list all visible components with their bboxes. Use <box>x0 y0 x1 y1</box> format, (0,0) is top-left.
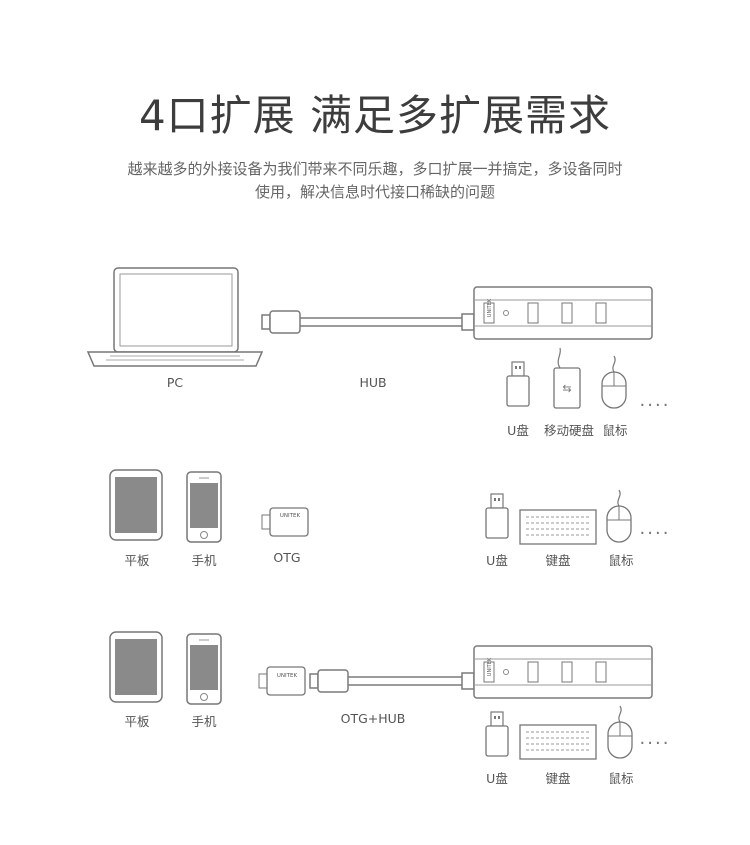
external-drive-icon: ⇆ <box>553 347 581 409</box>
keyboard-icon <box>519 724 597 760</box>
laptop-icon <box>86 267 264 367</box>
phone-label: 手机 <box>191 714 217 729</box>
usb-flash-drive-icon <box>506 361 530 407</box>
otg-adapter-icon <box>258 666 306 696</box>
hub-cable <box>309 669 475 693</box>
tablet-label: 平板 <box>124 714 150 729</box>
tablet-icon <box>109 631 163 703</box>
otg-brand-label: UNITEK <box>279 513 301 519</box>
hub-device <box>473 286 653 340</box>
device-label-mouse: 鼠标 <box>608 771 634 786</box>
phone-label: 手机 <box>191 553 217 568</box>
device-label-mouse: 鼠标 <box>608 553 634 568</box>
device-label-keyboard: 键盘 <box>545 771 571 786</box>
mouse-icon <box>607 705 633 759</box>
tablet-label: 平板 <box>124 553 150 568</box>
phone-icon <box>186 471 222 543</box>
svg-text:⇆: ⇆ <box>562 382 571 395</box>
mouse-icon <box>601 355 627 409</box>
description-line-2: 使用，解决信息时代接口稀缺的问题 <box>254 183 495 201</box>
tablet-icon <box>109 469 163 541</box>
more-devices-ellipsis: .... <box>639 390 671 411</box>
page-title: 4口扩展 满足多扩展需求 <box>138 91 612 140</box>
usb-flash-drive-icon <box>485 493 509 539</box>
description-line-1: 越来越多的外接设备为我们带来不同乐趣，多口扩展一并搞定，多设备同时 <box>127 160 623 178</box>
device-label-udisk: U盘 <box>486 553 508 568</box>
hub-brand-label: UNITEK <box>487 657 493 677</box>
usb-flash-drive-icon <box>485 711 509 757</box>
hub-brand-label: UNITEK <box>487 298 493 318</box>
device-label-udisk: U盘 <box>486 771 508 786</box>
more-devices-ellipsis: .... <box>639 728 671 749</box>
more-devices-ellipsis: .... <box>639 518 671 539</box>
device-label-keyboard: 键盘 <box>545 553 571 568</box>
otg-brand-label: UNITEK <box>276 673 298 679</box>
keyboard-icon <box>519 509 597 545</box>
hub-device <box>473 645 653 699</box>
phone-icon <box>186 633 222 705</box>
hub-label: HUB <box>359 375 387 390</box>
pc-label: PC <box>166 375 184 390</box>
mouse-icon <box>606 489 632 543</box>
device-label-udisk: U盘 <box>507 423 529 438</box>
hub-cable <box>261 310 475 334</box>
otg-label: OTG <box>273 550 301 565</box>
device-label-mouse: 鼠标 <box>602 423 628 438</box>
device-label-drive: 移动硬盘 <box>543 423 595 438</box>
otg-hub-label: OTG+HUB <box>340 711 406 726</box>
